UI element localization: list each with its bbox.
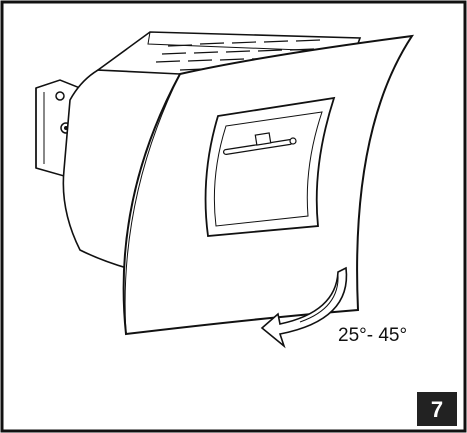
step-badge (417, 392, 457, 426)
rotation-angle-label: 25°- 45° (338, 325, 407, 346)
step-number: 7 (431, 397, 443, 422)
lamp-window (204, 96, 336, 237)
bracket-screw-icon (55, 91, 65, 101)
tilt-arrow-icon (260, 266, 348, 349)
halogen-tube-icon (223, 132, 297, 155)
